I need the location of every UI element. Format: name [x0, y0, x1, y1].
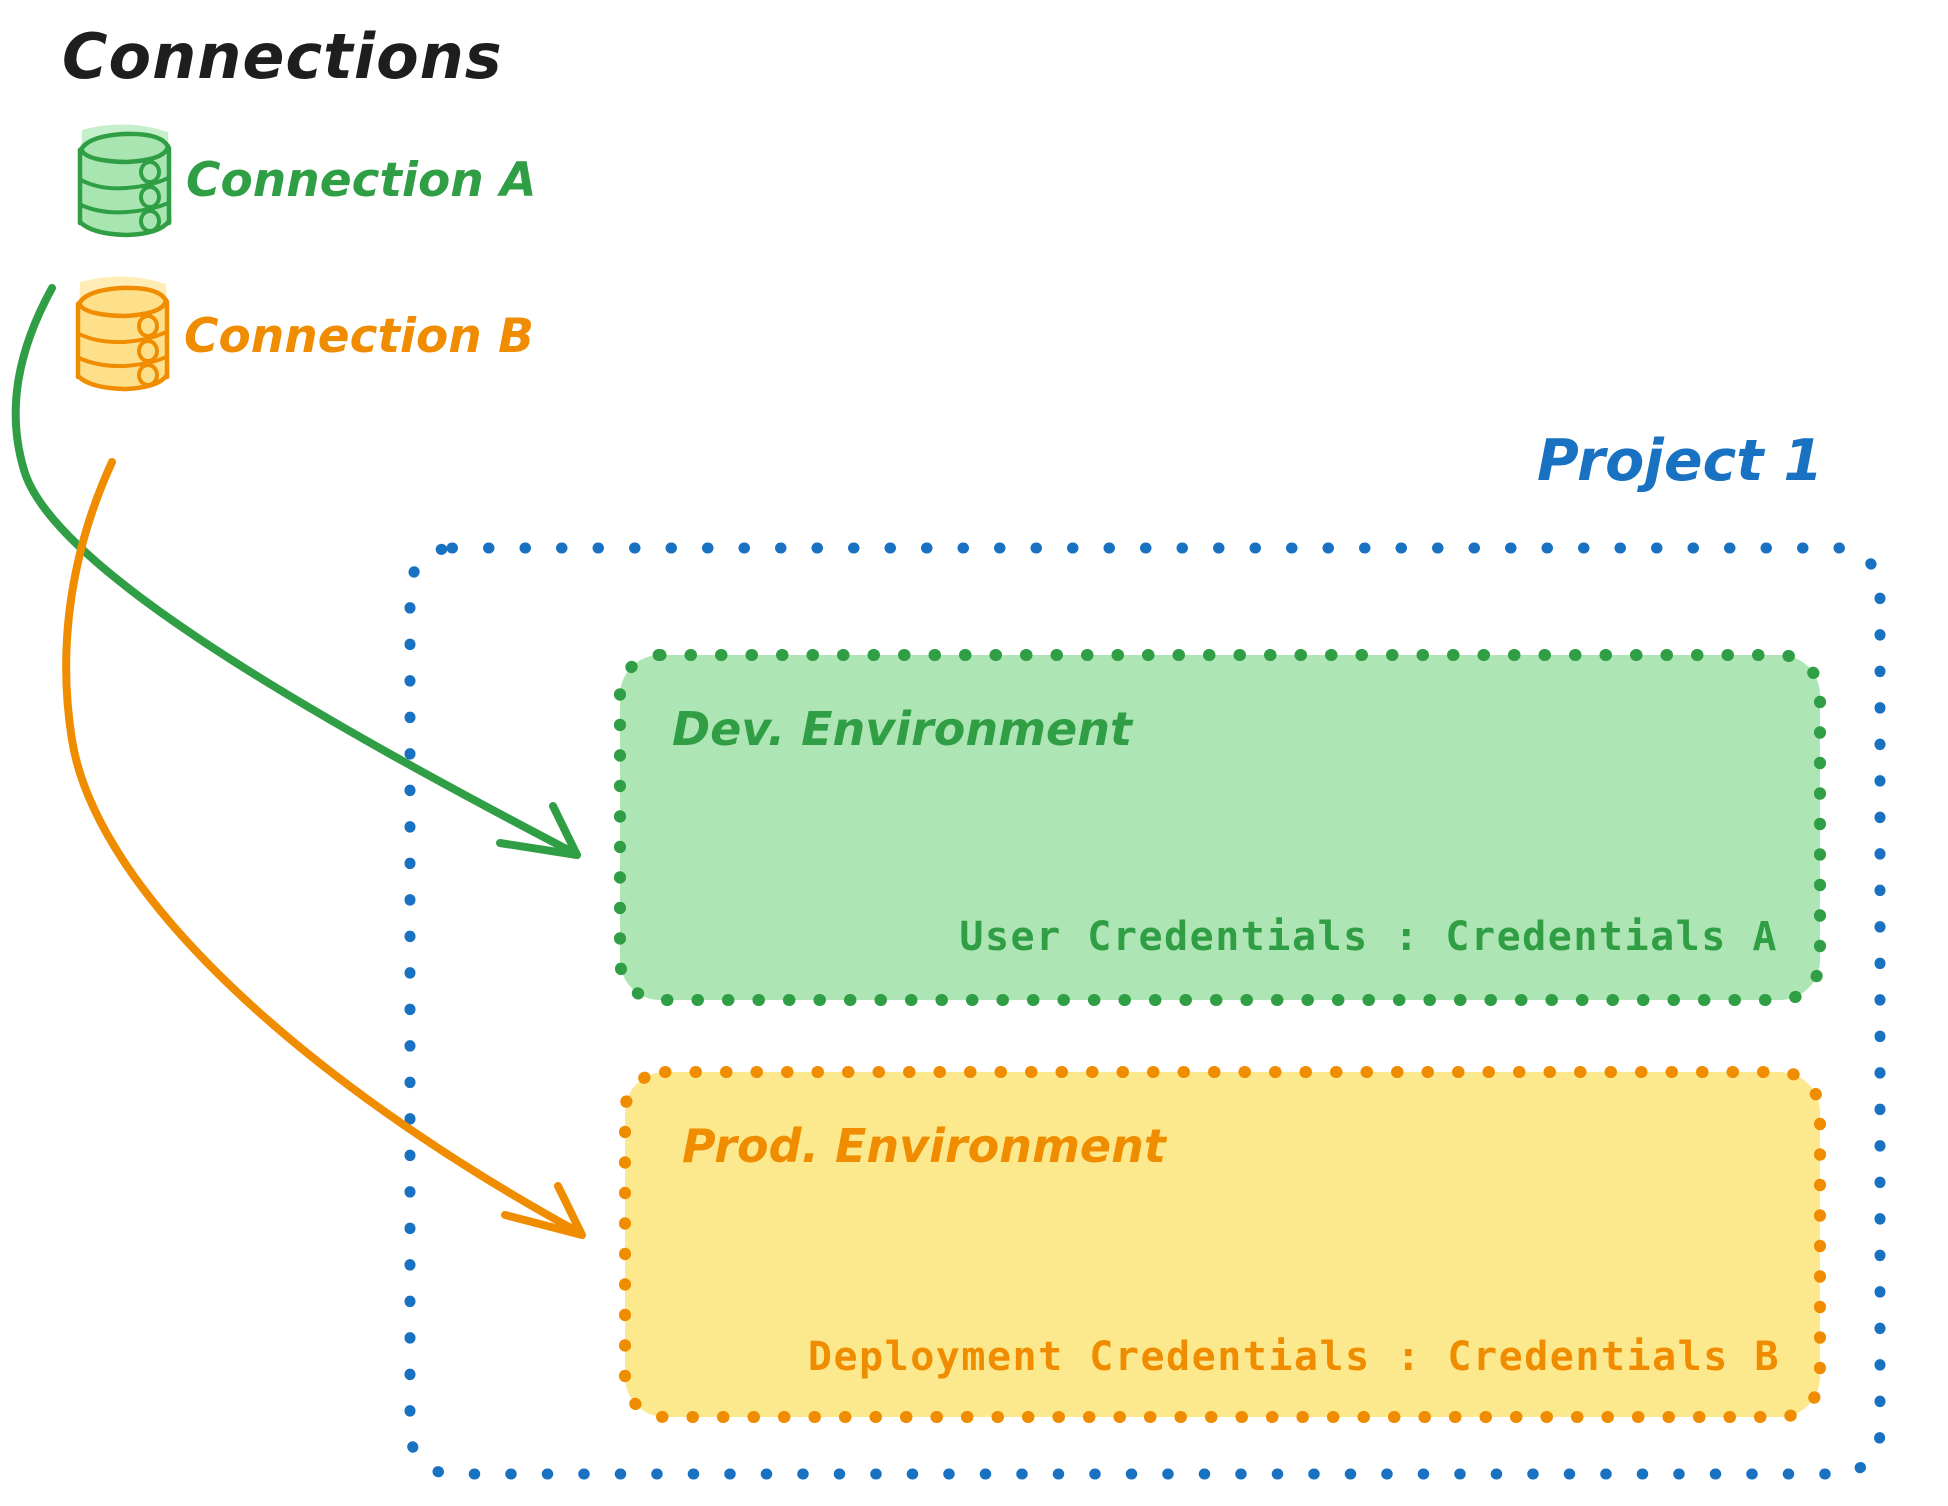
page-title: Connections — [62, 20, 503, 93]
project-container — [404, 542, 1886, 1480]
connection-a-label: Connection A — [186, 153, 537, 208]
database-cylinder-icon-a — [77, 124, 172, 238]
project-label: Project 1 — [1537, 428, 1823, 494]
dev-environment-box — [620, 655, 1820, 1000]
connection-b-label: Connection B — [184, 309, 534, 364]
dev-environment-box-border — [614, 649, 1826, 1006]
prod-environment-box-border — [619, 1066, 1826, 1423]
prod-environment-credentials: Deployment Credentials : Credentials B — [808, 1334, 1780, 1380]
arrow-connection-b-to-prod — [62, 458, 586, 1239]
database-cylinder-icon-b — [75, 276, 170, 392]
dev-environment-title: Dev. Environment — [672, 702, 1134, 756]
prod-environment-box — [625, 1072, 1820, 1417]
prod-environment-title: Prod. Environment — [682, 1119, 1168, 1173]
dev-environment-credentials: User Credentials : Credentials A — [959, 914, 1778, 960]
arrow-connection-a-to-dev — [11, 284, 581, 859]
